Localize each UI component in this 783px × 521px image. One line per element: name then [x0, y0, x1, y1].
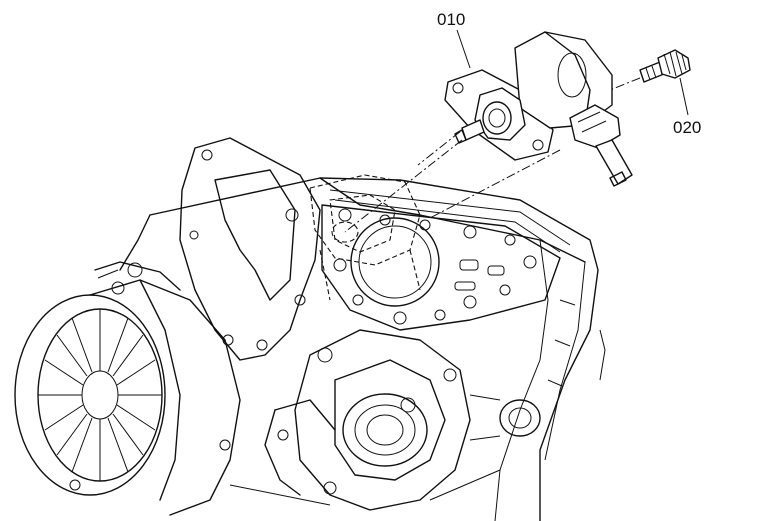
- part-010-solenoid: [444, 31, 633, 187]
- pump-housing: [264, 329, 471, 511]
- callout-020: 020: [673, 77, 701, 137]
- head-gasket: [321, 204, 561, 331]
- part-020-bolt: [639, 49, 691, 83]
- mounting-location-outline: [309, 174, 421, 301]
- front-pulley: [14, 261, 241, 516]
- callout-020-label: 020: [673, 118, 701, 137]
- callout-010-label: 010: [437, 10, 465, 29]
- side-port: [469, 394, 541, 441]
- callout-010: 010: [437, 10, 471, 69]
- callout-020-leader: [679, 77, 689, 116]
- callout-010-leader: [456, 29, 471, 69]
- engine-block: [14, 137, 606, 521]
- gear-case-housing: [179, 137, 321, 361]
